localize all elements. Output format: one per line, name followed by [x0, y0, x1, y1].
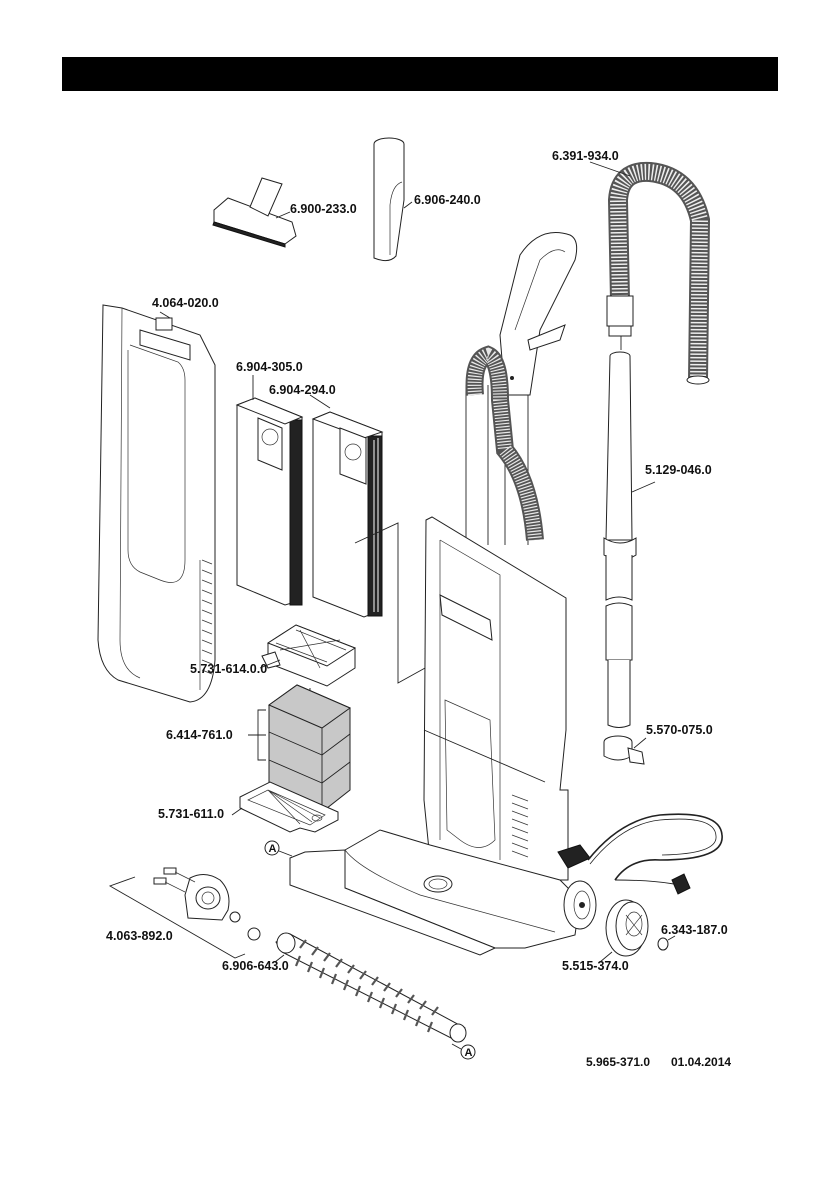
part-label: 5.731-611.0: [158, 807, 224, 821]
brush-side-cover[interactable]: [153, 867, 261, 941]
header-bar: [62, 57, 778, 91]
suction-tube[interactable]: [603, 336, 637, 728]
vacuum-main-body[interactable]: [289, 232, 723, 956]
foam-filter-set[interactable]: [267, 684, 352, 813]
part-label: 6.414-761.0: [166, 728, 233, 742]
part-label: 6.904-305.0: [236, 360, 303, 374]
filter-bag-pack[interactable]: [311, 411, 384, 618]
part-label: 6.391-934.0: [552, 149, 619, 163]
wheel[interactable]: [605, 899, 649, 957]
document-number: 5.965-371.0: [586, 1055, 650, 1069]
part-label: 6.906-240.0: [414, 193, 481, 207]
filter-holder[interactable]: [239, 781, 339, 833]
crevice-nozzle[interactable]: [373, 137, 405, 262]
suction-hose[interactable]: [606, 161, 711, 385]
part-label: 5.515-374.0: [562, 959, 629, 973]
reference-marker-a: A: [264, 840, 293, 857]
part-label: 4.063-892.0: [106, 929, 173, 943]
part-label: 5.129-046.0: [645, 463, 712, 477]
part-label: 6.904-294.0: [269, 383, 336, 397]
part-label: 6.906-643.0: [222, 959, 289, 973]
part-label: 6.900-233.0: [290, 202, 357, 216]
tube-clip[interactable]: [603, 735, 645, 765]
filter-bag-single[interactable]: [235, 397, 304, 606]
part-label: 5.731-614.0.0: [190, 662, 267, 676]
wheel-cap[interactable]: [657, 937, 669, 951]
part-label: 5.570-075.0: [646, 723, 713, 737]
svg-text:A: A: [465, 1047, 473, 1059]
part-label: 4.064-020.0: [152, 296, 219, 310]
brush-roller[interactable]: [275, 932, 467, 1043]
document-date: 01.04.2014: [671, 1055, 731, 1069]
svg-text:A: A: [269, 843, 277, 855]
motor-filter-frame[interactable]: [261, 624, 357, 687]
front-cover[interactable]: [97, 304, 216, 703]
reference-marker-a: A: [451, 1043, 476, 1060]
part-label: 6.343-187.0: [661, 923, 728, 937]
upholstery-nozzle[interactable]: [212, 177, 297, 248]
